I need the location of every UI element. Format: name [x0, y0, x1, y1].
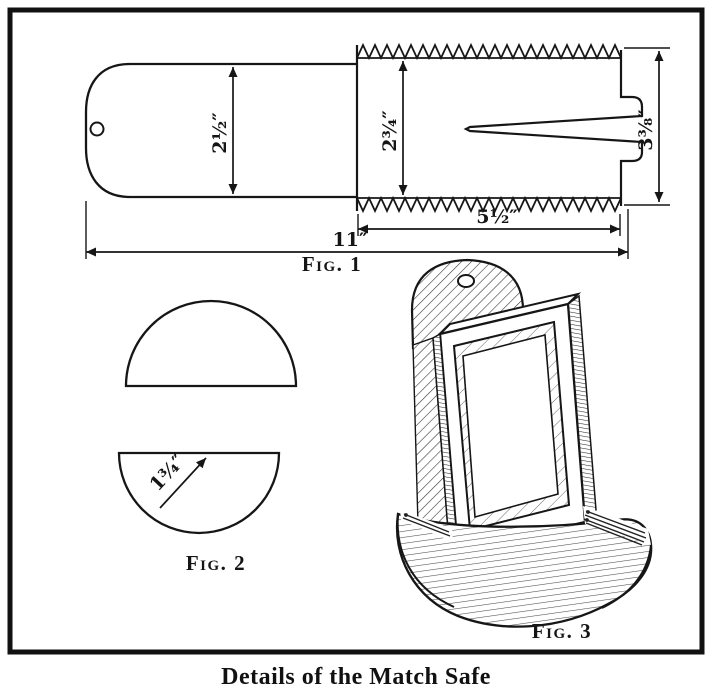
match-stick [403, 513, 450, 533]
match-stick [583, 518, 645, 543]
matches-right [583, 506, 651, 546]
matches-left [400, 510, 453, 542]
match-trough [395, 512, 653, 628]
page-caption: Details of the Match Safe [221, 664, 491, 690]
dim-handle-height-label: 2½″ [209, 112, 231, 154]
semicircle-bottom-piece [117, 451, 281, 535]
match-stick [585, 510, 646, 534]
hang-hole [457, 274, 475, 288]
dim-blade-outer-height-label: 3⅜″ [635, 109, 657, 151]
dim-overall-length: 11″ [85, 201, 629, 259]
figure-2-label: Fig. 2 [186, 551, 246, 575]
blade-fork-end [463, 50, 644, 206]
dim-blade-length: 5½″ [357, 206, 621, 236]
figure-3: Fig. 3 [395, 258, 653, 643]
trough-right-cap-seam [601, 544, 652, 609]
dim-handle-height: 2½″ [209, 67, 238, 194]
figure-1: 2½″ 2¾″ 3⅜″ 5½″ 11″ Fig. 1 [84, 42, 670, 276]
handle-hang-hole [89, 121, 105, 137]
handle-outline [84, 62, 357, 199]
match-stick [584, 514, 647, 539]
blade-top-serration [356, 42, 622, 61]
match-head [585, 518, 589, 522]
trough-left-cap-seam [396, 513, 455, 608]
blade-bottom-serration [356, 195, 622, 214]
match-head [404, 513, 408, 517]
figure-2: 1¾″ Fig. 2 [117, 299, 298, 575]
dim-blade-length-label: 5½″ [476, 206, 518, 228]
dim-blade-inner-height-label: 2¾″ [379, 110, 401, 152]
match-stick [585, 522, 643, 546]
match-stick [402, 517, 451, 537]
dim-blade-outer-height: 3⅜″ [624, 47, 670, 206]
plate-border [7, 7, 705, 655]
figure-1-label: Fig. 1 [302, 252, 362, 276]
dim-overall-length-label: 11″ [333, 229, 368, 251]
match-head [586, 510, 590, 514]
semicircle-top-piece [124, 299, 298, 388]
box-cover-panel [462, 333, 559, 519]
dim-blade-inner-height: 2¾″ [379, 61, 408, 195]
figure-3-label: Fig. 3 [532, 619, 592, 643]
